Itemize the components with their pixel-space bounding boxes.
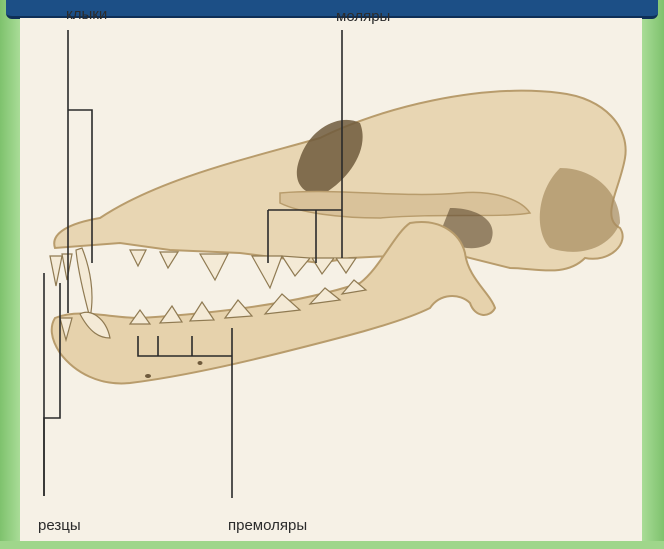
label-molars: моляры [336,8,390,25]
diagram-panel [20,18,642,541]
upper-premolar [160,252,178,268]
upper-premolar [130,250,146,266]
zygomatic-arch [280,192,530,218]
skull-illustration [20,18,642,541]
mental-foramen [198,361,203,365]
upper-incisor [62,254,72,280]
upper-premolar [252,256,282,288]
upper-molar [282,256,310,276]
upper-incisor [50,256,62,286]
upper-canine [76,248,92,318]
frame-right [642,0,664,549]
frame-bottom [0,541,664,549]
upper-premolar [200,254,228,280]
label-incisors: резцы [38,517,81,534]
label-premolars: премоляры [228,517,307,534]
frame-left [0,0,20,549]
label-canines: клыки [66,6,107,23]
upper-molar [336,258,356,273]
mandibular-foramen [145,374,151,378]
